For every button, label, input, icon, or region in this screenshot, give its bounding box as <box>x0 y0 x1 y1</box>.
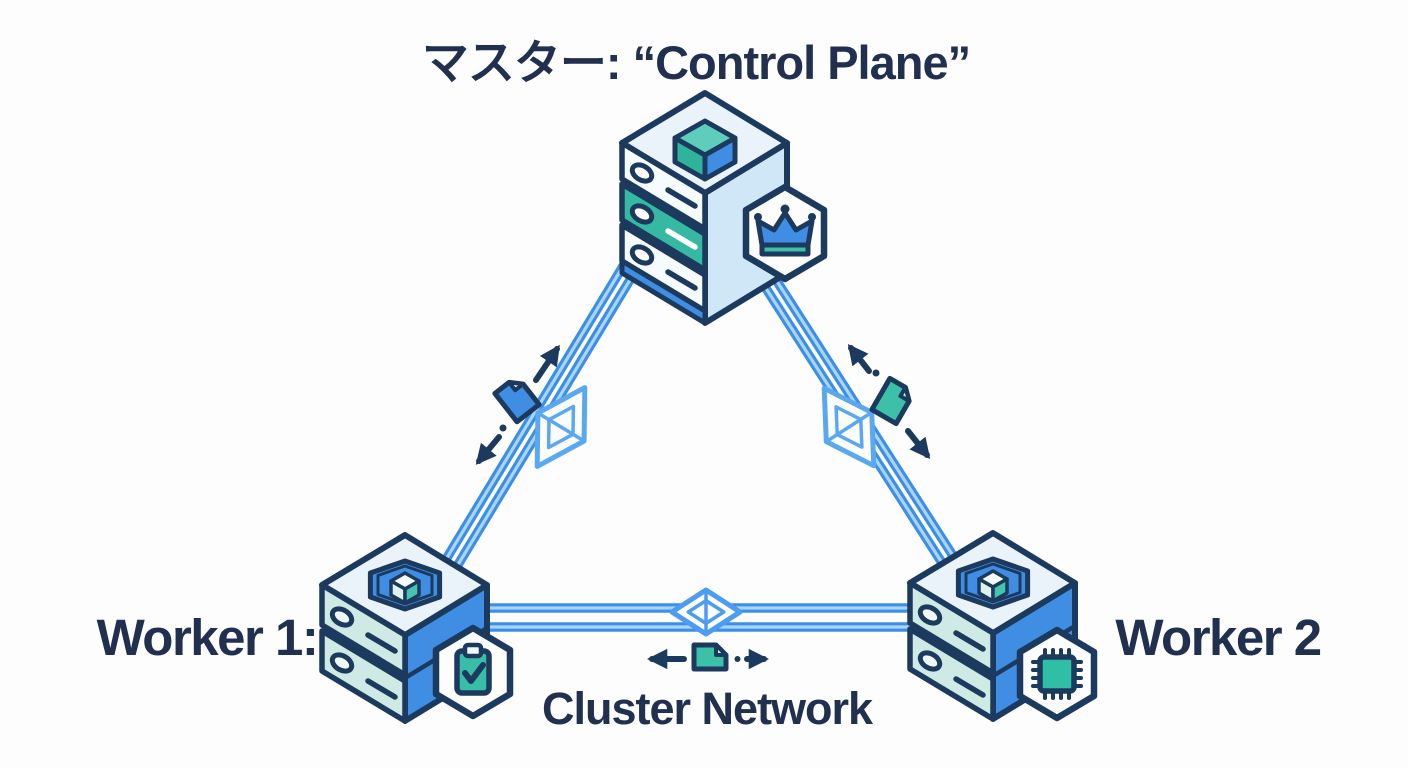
crown-icon <box>742 183 828 283</box>
arrow-toward-master-icon <box>533 344 560 383</box>
worker2-label: Worker 2 <box>1115 609 1320 666</box>
dot-separator <box>872 369 880 377</box>
dot-separator <box>734 656 741 662</box>
document-icon <box>869 375 912 427</box>
dot-separator <box>499 424 507 432</box>
document-icon <box>691 642 729 672</box>
arrow-toward-worker2-icon <box>905 428 931 459</box>
packet-diamond-icon <box>669 587 743 637</box>
clipboard-check-icon <box>432 624 514 720</box>
arrow-toward-master-icon <box>847 343 872 374</box>
document-icon <box>492 379 542 425</box>
cpu-chip-icon <box>1016 626 1098 722</box>
master-node <box>619 90 828 326</box>
worker1-node <box>322 535 514 721</box>
worker1-label: Worker 1: <box>97 609 318 666</box>
arrow-toward-worker1-icon <box>475 434 502 465</box>
worker2-node <box>910 533 1098 722</box>
page-title: マスター: “Control Plane” <box>422 36 970 89</box>
packet-diamond-icon <box>534 385 588 469</box>
packet-diamond-icon <box>821 385 877 469</box>
cluster-network-label: Cluster Network <box>542 683 874 734</box>
